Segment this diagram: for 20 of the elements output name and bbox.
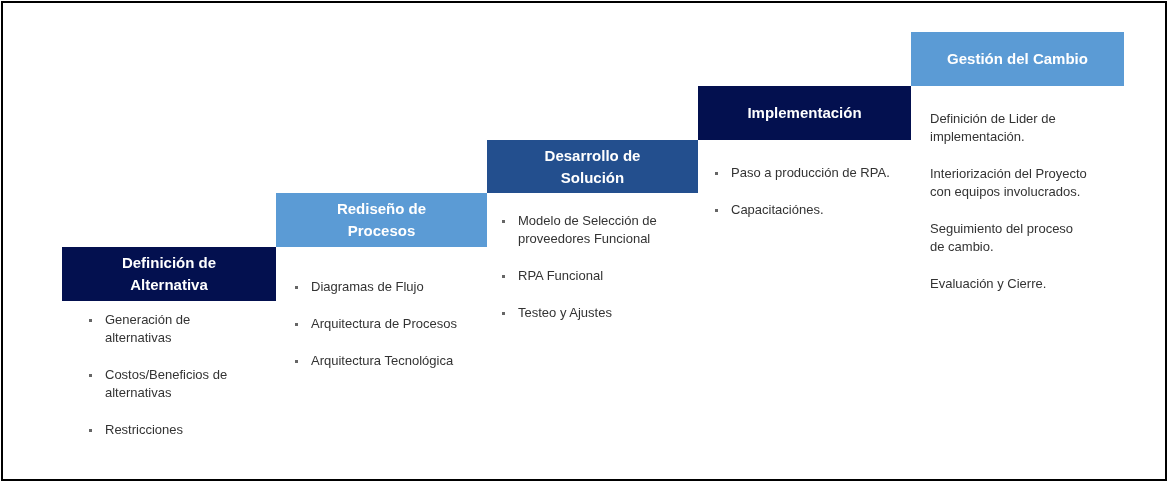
bullet-item: RPA Funcional — [518, 267, 693, 285]
note-text: Seguimiento del proceso de cambio. — [930, 220, 1075, 256]
note-text: Definición de Lider de implementación. — [930, 110, 1057, 146]
bullet-item: Restricciones — [105, 421, 255, 439]
step-box: Definición de Alternativa — [62, 247, 276, 301]
bullet-item: Arquitectura Tecnológica — [311, 352, 486, 370]
bullet-item: Paso a producción de RPA. — [731, 164, 911, 182]
bullet-item: Generación de alternativas — [105, 311, 255, 347]
bullet-item: Costos/Beneficios de alternativas — [105, 366, 255, 402]
bullet-item: Capacitaciónes. — [731, 201, 911, 219]
note-text: Interiorización del Proyecto con equipos involucrados. — [930, 165, 1088, 201]
step-box: Desarrollo de Solución — [487, 140, 698, 193]
note-text: Evaluación y Cierre. — [930, 275, 1048, 293]
bullet-item: Modelo de Selección de proveedores Funcional — [518, 212, 693, 248]
bullet-item: Arquitectura de Procesos — [311, 315, 486, 333]
step-box: Rediseño de Procesos — [276, 193, 487, 247]
bullet-item: Diagramas de Flujo — [311, 278, 486, 296]
step-box: Implementación — [698, 86, 911, 140]
bullet-item: Testeo y Ajustes — [518, 304, 693, 322]
step-box: Gestión del Cambio — [911, 32, 1124, 86]
